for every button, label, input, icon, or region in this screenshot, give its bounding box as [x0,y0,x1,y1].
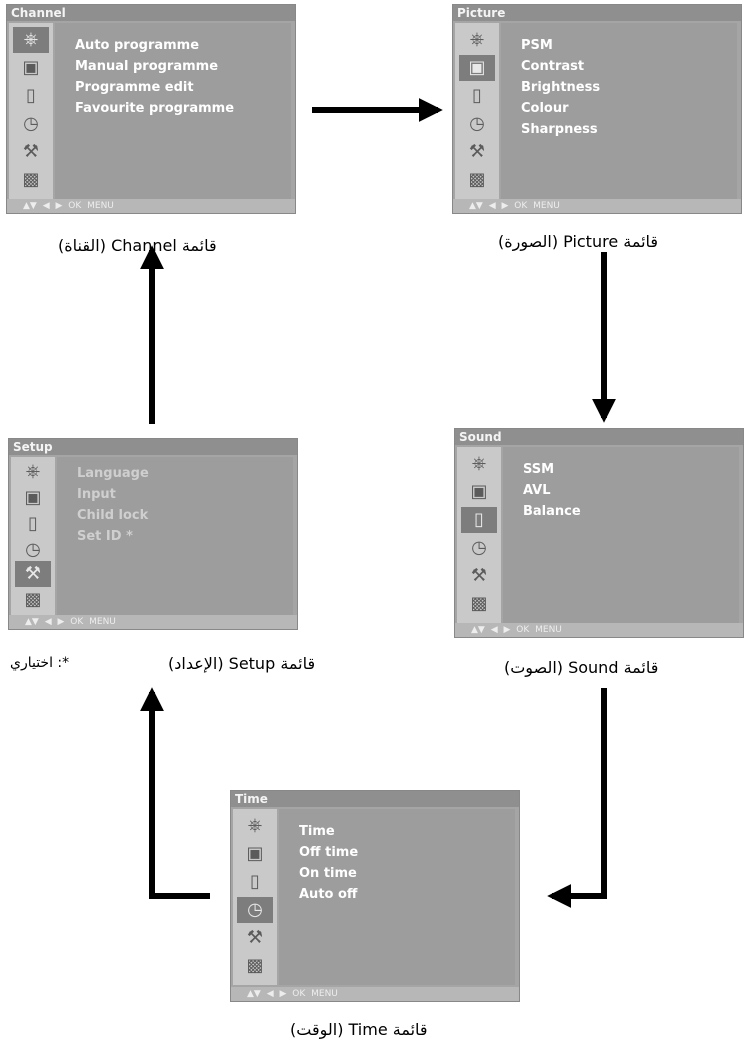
menu-panel: Language Input Child lock Set ID * [57,457,293,615]
wrench-icon: ⚒ [22,141,40,162]
menu-footer-hints: ▲▼ ◀ ▶ OK MENU [231,987,519,1001]
satellite-dish-icon: ⎈ [13,27,49,53]
menu-item-language[interactable]: Language [77,466,149,481]
picture-icon: ▣ [22,57,40,78]
menu-sidebar: ⎈ ▣ ▯ ◷ ⚒ ▩ [9,23,53,199]
speaker-icon: ▯ [461,507,497,533]
menu-item-child-lock[interactable]: Child lock [77,508,149,523]
satellite-dish-icon: ⎈ [471,453,487,474]
menu-item-set-id[interactable]: Set ID * [77,529,133,544]
menu-item-balance[interactable]: Balance [523,504,581,519]
menu-item-psm[interactable]: PSM [521,38,553,53]
menu-item-brightness[interactable]: Brightness [521,80,601,95]
clock-icon: ◷ [23,113,39,134]
menu-item-ssm[interactable]: SSM [523,462,555,477]
channel-menu: Channel ⎈ ▣ ▯ ◷ ⚒ ▩ Auto programme Manua… [6,4,296,214]
menu-item-off-time[interactable]: Off time [299,845,359,860]
time-caption: قائمة Time (الوقت) [290,1020,428,1039]
setup-caption: قائمة Setup (الإعداد) [168,654,316,673]
wrench-icon: ⚒ [468,141,486,162]
menu-title: Picture [453,5,741,21]
setup-menu: Setup ⎈ ▣ ▯ ◷ ⚒ ▩ Language Input Child l… [8,438,298,630]
menu-title: Channel [7,5,295,21]
menu-sidebar: ⎈ ▣ ▯ ◷ ⚒ ▩ [455,23,499,199]
channel-caption: قائمة Channel (القناة) [58,236,217,255]
clock-icon: ◷ [237,897,273,923]
menu-footer-hints: ▲▼ ◀ ▶ OK MENU [7,199,295,213]
clock-icon: ◷ [471,537,487,558]
menu-item-sharpness[interactable]: Sharpness [521,122,598,137]
menu-item-time[interactable]: Time [299,824,335,839]
menu-footer-hints: ▲▼ ◀ ▶ OK MENU [455,623,743,637]
picture-icon: ▣ [459,55,495,81]
lock-icon: ▩ [468,169,486,190]
menu-title: Sound [455,429,743,445]
menu-item-manual-programme[interactable]: Manual programme [75,59,219,74]
picture-icon: ▣ [246,843,264,864]
arrow-sound-to-time [547,688,607,908]
menu-footer-hints: ▲▼ ◀ ▶ OK MENU [453,199,741,213]
menu-title: Time [231,791,519,807]
menu-title: Setup [9,439,297,455]
lock-icon: ▩ [24,589,42,610]
lock-icon: ▩ [22,169,40,190]
picture-icon: ▣ [24,487,42,508]
optional-note: *: اختياري [10,655,70,671]
speaker-icon: ▯ [28,513,38,534]
wrench-icon: ⚒ [246,927,264,948]
menu-item-favourite-programme[interactable]: Favourite programme [75,101,235,116]
menu-sidebar: ⎈ ▣ ▯ ◷ ⚒ ▩ [457,447,501,623]
time-menu: Time ⎈ ▣ ▯ ◷ ⚒ ▩ Time Off time On time A… [230,790,520,1002]
menu-item-auto-off[interactable]: Auto off [299,887,358,902]
menu-item-on-time[interactable]: On time [299,866,357,881]
menu-panel: Time Off time On time Auto off [279,809,515,985]
picture-menu: Picture ⎈ ▣ ▯ ◷ ⚒ ▩ PSM Contrast Brightn… [452,4,742,214]
sound-menu: Sound ⎈ ▣ ▯ ◷ ⚒ ▩ SSM AVL Balance ▲▼ ◀ ▶… [454,428,744,638]
menu-item-programme-edit[interactable]: Programme edit [75,80,194,95]
speaker-icon: ▯ [250,871,260,892]
menu-panel: PSM Contrast Brightness Colour Sharpness [501,23,737,199]
satellite-dish-icon: ⎈ [25,461,41,482]
clock-icon: ◷ [469,113,485,134]
menu-item-contrast[interactable]: Contrast [521,59,585,74]
speaker-icon: ▯ [26,85,36,106]
menu-item-avl[interactable]: AVL [523,483,551,498]
arrow-time-to-setup [140,687,210,899]
satellite-dish-icon: ⎈ [247,815,263,836]
menu-panel: Auto programme Manual programme Programm… [55,23,291,199]
menu-sidebar: ⎈ ▣ ▯ ◷ ⚒ ▩ [11,457,55,615]
sound-caption: قائمة Sound (الصوت) [504,658,659,677]
picture-icon: ▣ [470,481,488,502]
lock-icon: ▩ [246,955,264,976]
speaker-icon: ▯ [472,85,482,106]
menu-footer-hints: ▲▼ ◀ ▶ OK MENU [9,615,297,629]
wrench-icon: ⚒ [470,565,488,586]
menu-item-input[interactable]: Input [77,487,116,502]
menu-item-colour[interactable]: Colour [521,101,569,116]
menu-sidebar: ⎈ ▣ ▯ ◷ ⚒ ▩ [233,809,277,985]
menu-panel: SSM AVL Balance [503,447,739,623]
clock-icon: ◷ [25,539,41,560]
picture-caption: قائمة Picture (الصورة) [498,232,659,251]
lock-icon: ▩ [470,593,488,614]
satellite-dish-icon: ⎈ [469,29,485,50]
menu-item-auto-programme[interactable]: Auto programme [75,38,200,53]
wrench-icon: ⚒ [15,561,51,587]
